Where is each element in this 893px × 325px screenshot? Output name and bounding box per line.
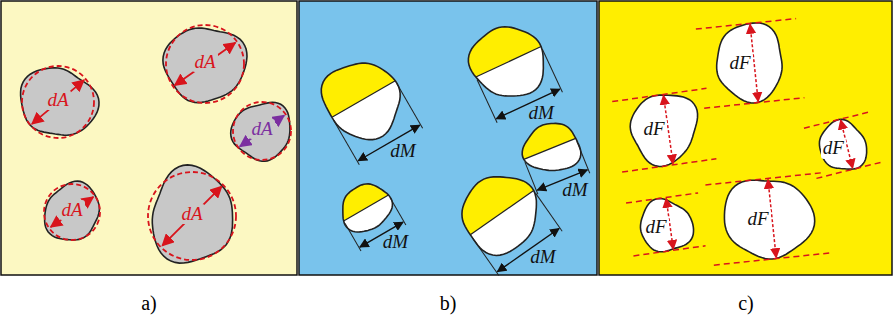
tangent-line xyxy=(704,98,804,109)
particle-c xyxy=(696,19,805,109)
diameter-label: dF xyxy=(644,217,669,238)
tangent-line xyxy=(816,162,881,178)
extension-line xyxy=(577,141,590,173)
diameter-arrow xyxy=(162,186,221,245)
particle-a xyxy=(21,66,99,138)
tangent-line xyxy=(612,88,706,101)
diameter-label: dA xyxy=(179,204,204,225)
diameter-label: dM xyxy=(528,247,557,268)
particle-a xyxy=(231,102,291,161)
diameter-arrow xyxy=(175,43,236,85)
tangent-line xyxy=(622,159,716,172)
particle-outline xyxy=(514,115,585,182)
particle-b xyxy=(341,55,622,320)
panel-caption: a) xyxy=(141,292,157,314)
particle-outline xyxy=(712,21,785,107)
extension-line xyxy=(535,193,562,231)
panel-caption: b) xyxy=(440,292,457,314)
particle-outline xyxy=(45,181,100,240)
tangent-line xyxy=(804,112,869,128)
diameter-label: dM xyxy=(381,232,410,253)
particle-outline xyxy=(814,115,871,176)
bisecting-chord xyxy=(476,47,541,77)
diameter-label: dA xyxy=(45,90,70,111)
diameter-label: dF xyxy=(728,53,753,74)
particles xyxy=(21,0,882,320)
panel-c xyxy=(599,1,892,275)
particle-a xyxy=(44,181,100,240)
tangent-line xyxy=(696,19,796,30)
particle-b xyxy=(268,110,446,274)
extension-line xyxy=(390,198,406,225)
particle-b xyxy=(364,0,627,153)
diameter-label: dF xyxy=(642,119,667,140)
dimension-arrow xyxy=(497,228,559,271)
particle-c xyxy=(804,112,882,178)
half-area xyxy=(341,55,593,279)
particle-c xyxy=(612,88,716,172)
tangent-line xyxy=(714,253,831,265)
diameter-label: dM xyxy=(560,180,589,201)
equivalent-circle xyxy=(233,102,291,160)
extension-line xyxy=(345,224,361,251)
extension-line xyxy=(477,80,497,123)
panel-caption: c) xyxy=(738,292,754,314)
particle-a xyxy=(148,165,236,263)
equivalent-circle xyxy=(44,184,100,240)
particle-a xyxy=(163,25,247,103)
particle-outline xyxy=(313,47,417,153)
particle-outline xyxy=(721,174,819,264)
diameter-label: dA xyxy=(192,52,217,73)
equivalent-circle xyxy=(148,172,236,260)
extension-line xyxy=(333,120,359,165)
diameter-arrow xyxy=(240,116,284,147)
half-area xyxy=(206,0,460,157)
diameter-arrow xyxy=(51,197,94,227)
bisecting-chord xyxy=(524,138,576,159)
particle-outline xyxy=(152,165,232,263)
particle-outline xyxy=(626,90,704,170)
extension-line xyxy=(397,83,423,128)
particle-c xyxy=(626,193,706,256)
diameter-label: dM xyxy=(527,103,556,124)
extension-line xyxy=(542,49,562,92)
tangent-line xyxy=(626,193,698,203)
dimension-arrow xyxy=(358,125,420,161)
equivalent-circle xyxy=(22,66,94,138)
tangent-line xyxy=(705,173,822,185)
particle-b xyxy=(206,0,488,204)
diameter-label: dF xyxy=(821,138,846,159)
diameter-label: dA xyxy=(249,119,274,140)
equivalent-circle xyxy=(166,25,244,103)
diameter-arrow xyxy=(32,80,84,124)
half-area xyxy=(268,110,429,244)
bisecting-chord xyxy=(344,195,389,221)
particle-outline xyxy=(637,194,696,254)
bisecting-chord xyxy=(470,190,533,234)
diameter-label: dM xyxy=(388,141,417,162)
diameter-label: dA xyxy=(59,200,84,221)
bisecting-chord xyxy=(332,81,395,118)
diameter-label: dF xyxy=(746,209,771,230)
particle-c xyxy=(705,173,830,265)
extension-line xyxy=(472,237,499,275)
half-area xyxy=(364,0,605,108)
half-area xyxy=(450,46,624,177)
tangent-line xyxy=(633,246,705,256)
panel-a xyxy=(1,1,297,275)
